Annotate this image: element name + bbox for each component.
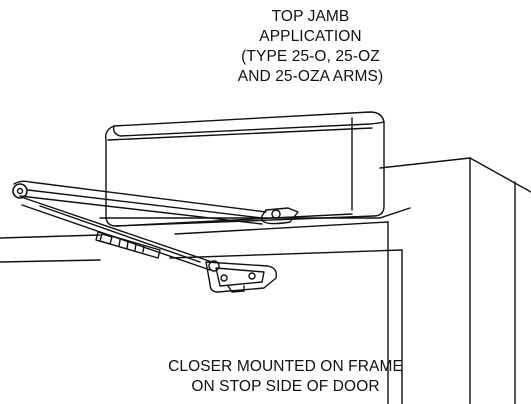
closer-body-front-edge — [108, 128, 372, 140]
frame-left-rail-bottom — [0, 260, 100, 262]
top-caption-line-3: (TYPE 25-O, 25-OZ — [241, 48, 380, 65]
forearm-rod-inner — [40, 206, 200, 262]
jamb-bracket-outline — [206, 262, 276, 292]
frame-jamb-top — [175, 222, 388, 234]
arm-elbow-pivot — [13, 184, 27, 198]
bottom-caption: CLOSER MOUNTED ON FRAME ON STOP SIDE OF … — [20, 357, 531, 397]
arm-shoe-pivot — [272, 210, 280, 218]
main-arm-upper-edge — [14, 181, 266, 212]
top-caption-line-4: AND 25-OZA ARMS) — [237, 68, 384, 85]
jamb-bracket — [206, 261, 276, 292]
bottom-caption-line-1: CLOSER MOUNTED ON FRAME — [168, 358, 403, 375]
forearm-knurl-2 — [127, 242, 128, 248]
main-arm-ridge — [28, 190, 262, 218]
jamb-bracket-pivot — [209, 261, 219, 271]
forearm-upper-edge — [24, 198, 212, 262]
jamb-bracket-tab — [228, 286, 244, 292]
arm-elbow-pivot-center — [18, 189, 23, 194]
forearm-adjust-sleeve — [96, 232, 160, 258]
forearm-knurl-1 — [119, 240, 120, 246]
arm-shoe-outline — [262, 208, 298, 224]
forearm-knurl-4 — [143, 246, 144, 252]
main-arm — [13, 181, 266, 224]
bottom-caption-line-2: ON STOP SIDE OF DOOR — [191, 378, 380, 395]
forearm-knurl-3 — [135, 244, 136, 250]
jamb-bracket-screw-1 — [221, 275, 227, 281]
door-frame — [0, 158, 531, 404]
frame-corner-upper — [380, 208, 410, 218]
top-caption-line-1: TOP JAMB — [271, 8, 350, 25]
main-arm-lower-edge — [20, 196, 262, 224]
frame-header-edge — [470, 158, 531, 192]
closer-body — [106, 112, 384, 226]
top-caption: TOP JAMB APPLICATION (TYPE 25-O, 25-OZ A… — [45, 7, 531, 87]
forearm — [22, 198, 212, 270]
frame-jamb-lower — [170, 250, 402, 258]
closer-body-front — [106, 112, 384, 226]
jamb-bracket-face — [216, 268, 264, 286]
arm-shoe — [262, 208, 298, 224]
jamb-bracket-screw-2 — [249, 273, 255, 279]
frame-left-rail-top — [0, 235, 100, 238]
closer-body-shadow — [116, 214, 352, 226]
frame-header-top — [380, 158, 470, 168]
closer-body-top-face — [114, 122, 384, 136]
forearm-adjust-nut — [100, 234, 112, 244]
top-caption-line-2: APPLICATION — [259, 28, 362, 45]
